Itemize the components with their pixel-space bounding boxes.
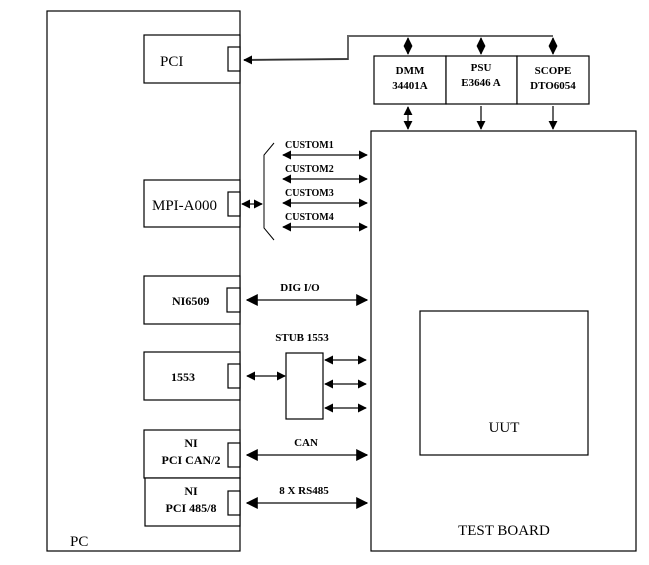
- custom4-label: CUSTOM4: [285, 212, 334, 223]
- card-pci-label: PCI: [160, 54, 183, 70]
- mil1553-connector: [227, 363, 241, 389]
- custom1-label: CUSTOM1: [285, 140, 334, 151]
- card-1553: 1553: [143, 351, 241, 401]
- dmm-line1: DMM: [396, 65, 425, 77]
- card-rs485: NI PCI 485/8: [144, 477, 241, 527]
- stub-1553-box: [285, 352, 324, 420]
- custom3-label: CUSTOM3: [285, 188, 334, 199]
- pci-connector: [227, 46, 241, 72]
- bus-to-pci-arrow: [243, 55, 349, 65]
- card-ni6509-label: NI6509: [172, 294, 209, 308]
- instrument-bus: [243, 35, 558, 65]
- fanout-bracket: [263, 142, 275, 241]
- can-label: CAN: [294, 437, 318, 449]
- instrument-dmm: DMM 34401A: [373, 55, 447, 105]
- card-1553-label: 1553: [171, 370, 195, 384]
- psu-line2: E3646 A: [461, 77, 500, 89]
- scope-line1: SCOPE: [535, 65, 572, 77]
- test-board-label: TEST BOARD: [458, 523, 550, 539]
- dig-io-label: DIG I/O: [280, 282, 320, 294]
- rs485-connector: [227, 490, 241, 516]
- stub-1553-label: STUB 1553: [275, 332, 329, 344]
- ni6509-connector: [226, 287, 241, 313]
- uut-label: UUT: [489, 420, 520, 436]
- card-can: NI PCI CAN/2: [143, 429, 241, 479]
- uut: UUT: [419, 310, 589, 456]
- card-rs485-line1: NI: [184, 484, 198, 498]
- card-ni6509: NI6509: [143, 275, 241, 325]
- dmm-line2: 34401A: [392, 80, 428, 92]
- psu-line1: PSU: [471, 62, 492, 74]
- instrument-psu: PSU E3646 A: [445, 55, 518, 105]
- card-rs485-line2: PCI 485/8: [166, 501, 217, 515]
- scope-line2: DTO6054: [530, 80, 576, 92]
- card-can-line2: PCI CAN/2: [162, 453, 221, 467]
- instrument-scope: SCOPE DTO6054: [516, 55, 590, 105]
- pc-label: PC: [70, 534, 88, 550]
- card-pci: PCI: [143, 34, 241, 84]
- can-connector: [227, 442, 241, 468]
- mpi-connector: [227, 191, 241, 217]
- card-mpi-label: MPI-A000: [152, 198, 217, 214]
- mpi-fanout: CUSTOM1 CUSTOM2 CUSTOM3 CUSTOM4: [241, 140, 368, 241]
- rs485-label: 8 X RS485: [279, 485, 329, 497]
- card-can-line1: NI: [184, 436, 198, 450]
- custom2-label: CUSTOM2: [285, 164, 334, 175]
- card-mpi: MPI-A000: [143, 179, 241, 228]
